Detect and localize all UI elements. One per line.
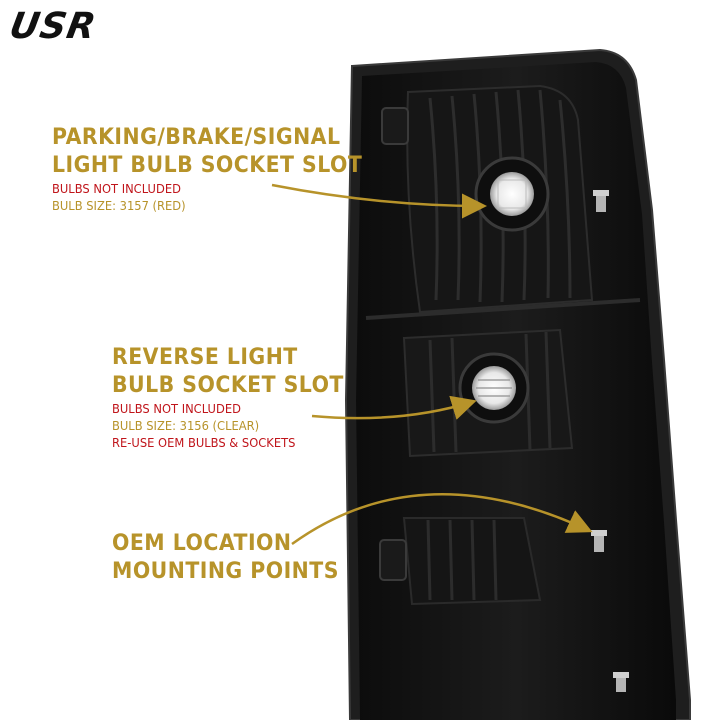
callout-parking-note: BULBS NOT INCLUDED [52, 181, 181, 196]
arrow-reverse [311, 395, 477, 420]
callout-reverse-note: BULBS NOT INCLUDED [112, 401, 241, 416]
callout-parking-title-2: LIGHT BULB SOCKET SLOT [52, 153, 363, 178]
callout-parking-brake-signal: PARKING/BRAKE/SIGNAL LIGHT BULB SOCKET S… [52, 124, 386, 214]
lower-mounting-stud [591, 530, 607, 552]
upper-mounting-stud [593, 190, 609, 212]
callout-reverse-reuse: RE-USE OEM BULBS & SOCKETS [112, 435, 296, 450]
callout-mounting-title-1: OEM LOCATION [112, 531, 292, 556]
callout-mounting-title-2: MOUNTING POINTS [112, 559, 339, 584]
middle-ribs [428, 331, 552, 453]
arrow-parking [271, 183, 487, 219]
callout-reverse-title-2: BULB SOCKET SLOT [112, 373, 344, 398]
upper-socket-bulb [490, 172, 534, 216]
callout-reverse-bulb-size: BULB SIZE: 3156 (CLEAR) [112, 418, 260, 433]
lower-ribs [426, 519, 498, 601]
callout-parking-bulb-size: BULB SIZE: 3157 (RED) [52, 198, 186, 213]
chamber-divider [365, 298, 641, 320]
bottom-mounting-stud [613, 672, 629, 692]
callout-reverse-light: REVERSE LIGHT BULB SOCKET SLOT BULBS NOT… [112, 344, 361, 451]
lower-clip [379, 539, 407, 581]
arrow-mounting [291, 492, 593, 546]
callout-mounting-points: OEM LOCATION MOUNTING POINTS [112, 530, 356, 586]
callout-reverse-title-1: REVERSE LIGHT [112, 345, 298, 370]
upper-clip [381, 107, 409, 145]
callout-parking-title-1: PARKING/BRAKE/SIGNAL [52, 125, 341, 150]
